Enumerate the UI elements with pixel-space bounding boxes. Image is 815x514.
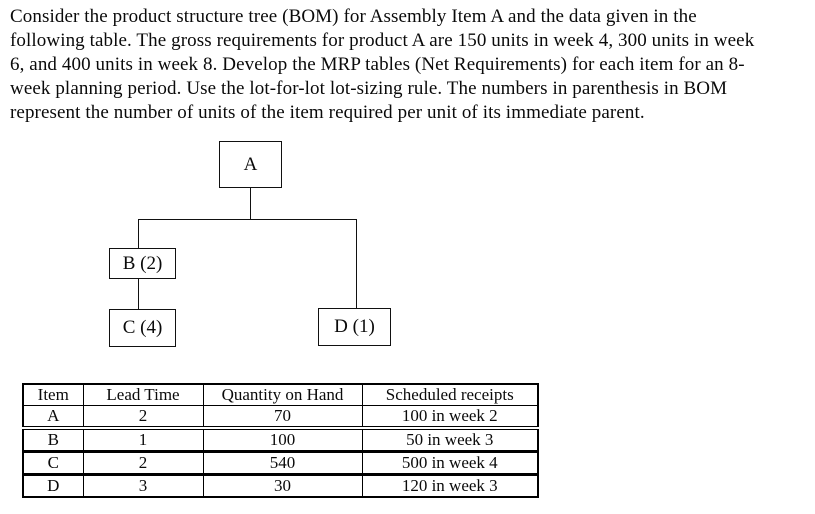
paragraph-line: 6, and 400 units in week 8. Develop the …	[10, 54, 745, 75]
table-row-b: B 1 100 50 in week 3	[22, 428, 539, 453]
bom-node-d-label: D (1)	[334, 316, 375, 337]
column-header-scheduled-receipts: Scheduled receipts	[361, 384, 539, 406]
bom-node-a: A	[219, 141, 282, 188]
paragraph-line: represent the number of units of the ite…	[10, 102, 645, 123]
table-cell: D	[22, 474, 84, 497]
paragraph-line: week planning period. Use the lot-for-lo…	[10, 78, 728, 99]
table-cell: 50 in week 3	[361, 428, 539, 453]
column-header-quantity-on-hand: Quantity on Hand	[202, 384, 363, 406]
table-cell: 120 in week 3	[361, 474, 539, 497]
paragraph-line: Consider the product structure tree (BOM…	[10, 6, 697, 27]
connector-line	[138, 219, 139, 248]
bom-node-c-label: C (4)	[122, 317, 163, 338]
paragraph-line: following table. The gross requirements …	[10, 30, 755, 51]
table-cell: 540	[202, 451, 363, 476]
table-cell: 100 in week 2	[361, 405, 539, 430]
column-header-item: Item	[22, 384, 84, 406]
table-cell: C	[22, 451, 84, 476]
table-row-a: A 2 70 100 in week 2	[22, 405, 539, 430]
table-cell: 30	[202, 474, 363, 497]
item-data-table: Item Lead Time Quantity on Hand Schedule…	[22, 383, 539, 498]
connector-line	[138, 219, 357, 220]
table-cell: 100	[202, 428, 363, 453]
bom-node-c: C (4)	[109, 309, 176, 347]
connector-line	[138, 279, 139, 309]
table-cell: 2	[82, 405, 204, 430]
table-cell: A	[22, 405, 84, 430]
table-cell: 70	[202, 405, 363, 430]
table-row-d: D 3 30 120 in week 3	[22, 474, 539, 497]
table-cell: 2	[82, 451, 204, 476]
column-header-lead-time: Lead Time	[82, 384, 204, 406]
connector-line	[250, 188, 251, 219]
bom-node-d: D (1)	[318, 308, 391, 346]
bom-node-a-label: A	[243, 153, 258, 175]
table-header-row: Item Lead Time Quantity on Hand Schedule…	[22, 384, 539, 406]
table-cell: B	[22, 428, 84, 453]
bom-node-b: B (2)	[109, 248, 176, 279]
table-cell: 500 in week 4	[361, 451, 539, 476]
connector-line	[356, 219, 357, 308]
table-cell: 1	[82, 428, 204, 453]
bom-node-b-label: B (2)	[122, 252, 163, 274]
table-cell: 3	[82, 474, 204, 497]
table-row-c: C 2 540 500 in week 4	[22, 451, 539, 476]
problem-statement: Consider the product structure tree (BOM…	[10, 5, 810, 125]
